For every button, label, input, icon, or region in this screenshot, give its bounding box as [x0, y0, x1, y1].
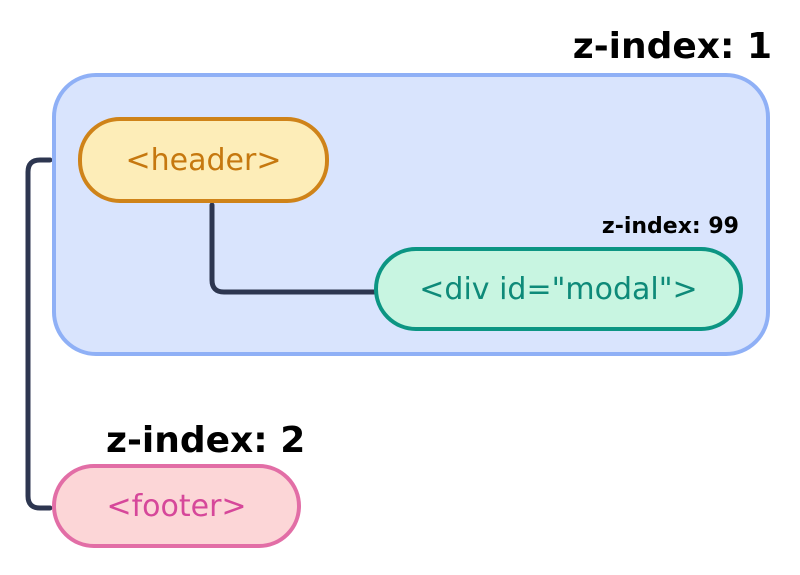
footer-node: <footer>	[52, 464, 301, 548]
header-node: <header>	[78, 117, 329, 203]
header-to-modal-connector	[209, 202, 377, 295]
z-index-99-label: z-index: 99	[601, 214, 739, 239]
z-index-1-label: z-index: 1	[572, 26, 772, 67]
modal-node-label: <div id="modal">	[419, 271, 698, 307]
z-index-2-label: z-index: 2	[106, 420, 306, 461]
footer-node-label: <footer>	[106, 488, 247, 524]
root-tree-connector	[25, 157, 53, 511]
header-node-label: <header>	[125, 142, 282, 178]
modal-node: <div id="modal">	[374, 247, 743, 331]
